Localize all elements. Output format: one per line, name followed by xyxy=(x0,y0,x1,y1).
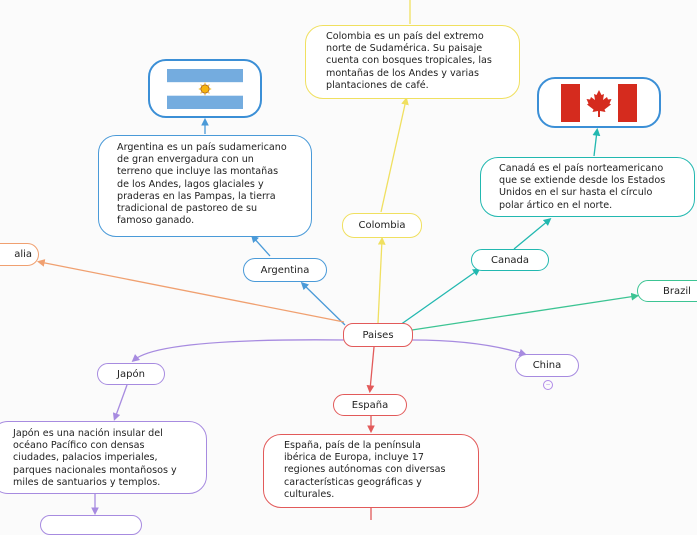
node-brazil-label: Brazil xyxy=(663,285,691,297)
card-argentina-description[interactable]: Argentina es un país sudamericano de gra… xyxy=(98,135,312,237)
node-japon[interactable]: Japón xyxy=(97,363,165,385)
node-china[interactable]: China xyxy=(515,354,579,377)
canada-flag-icon xyxy=(561,83,637,122)
node-colombia[interactable]: Colombia xyxy=(342,213,422,238)
node-china-label: China xyxy=(532,360,562,371)
argentina-flag-icon xyxy=(167,68,243,109)
root-node-paises[interactable]: Paises xyxy=(343,323,413,347)
node-canada-label: Canada xyxy=(490,254,530,266)
card-japon-description[interactable]: Japón es una nación insular del océano P… xyxy=(0,421,207,494)
connector-lines xyxy=(36,0,640,520)
link-colombia-desc xyxy=(380,96,409,213)
card-colombia-description[interactable]: Colombia es un país del extremo norte de… xyxy=(305,25,520,99)
node-colombia-label: Colombia xyxy=(358,220,406,231)
link-paises-italia xyxy=(36,259,345,323)
link-paises-espana xyxy=(366,346,375,394)
link-paises-brazil xyxy=(411,292,640,331)
node-argentina-label: Argentina xyxy=(260,264,310,276)
link-argentina-desc xyxy=(250,234,271,257)
link-canada-desc xyxy=(513,218,552,250)
link-paises-argentina xyxy=(300,281,346,326)
card-canada-description[interactable]: Canadá es el país norteamericano que se … xyxy=(480,157,695,217)
link-canadesc-flag xyxy=(592,127,601,157)
root-label: Paises xyxy=(362,329,394,341)
node-brazil[interactable]: Brazil xyxy=(637,280,697,302)
link-paises-colombia xyxy=(377,236,386,324)
node-canada[interactable]: Canada xyxy=(471,249,549,271)
link-japon-desc xyxy=(112,384,128,421)
link-paises-china xyxy=(411,339,527,357)
node-italia[interactable]: alia xyxy=(0,243,39,266)
node-japon-label: Japón xyxy=(117,368,145,380)
link-paises-japon xyxy=(131,339,345,363)
collapse-toggle-icon[interactable]: − xyxy=(543,380,553,390)
node-japon-child[interactable] xyxy=(40,515,142,535)
link-paises-canada xyxy=(399,268,481,326)
flag-card-canada[interactable] xyxy=(537,77,661,128)
node-espana-label: España xyxy=(351,399,389,411)
node-italia-label: alia xyxy=(14,249,32,260)
card-espana-description[interactable]: España, país de la península ibérica de … xyxy=(263,434,479,508)
node-argentina[interactable]: Argentina xyxy=(243,258,327,282)
node-espana[interactable]: España xyxy=(333,394,407,416)
flag-card-argentina[interactable] xyxy=(148,59,262,118)
